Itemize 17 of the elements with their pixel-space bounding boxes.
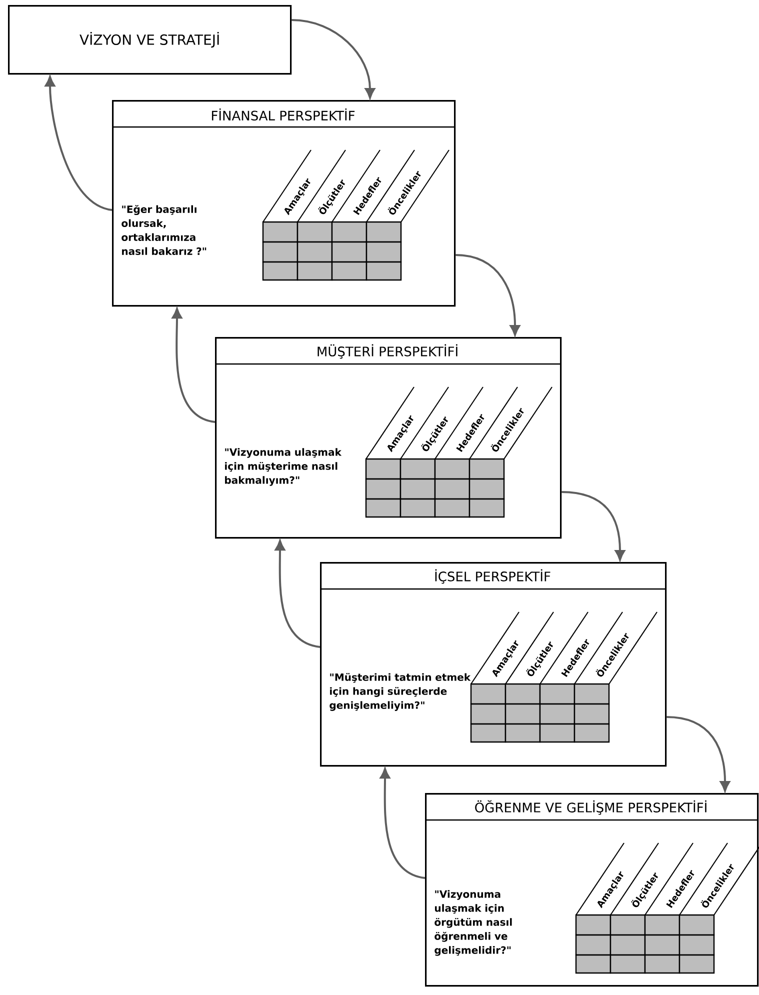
curved-arrow — [172, 308, 216, 423]
curved-arrow — [666, 716, 730, 792]
question-text: "Eğer başarılı olursak, ortaklarımıza nasıl bakarız ?" — [122, 205, 206, 255]
panel-heading: MÜŞTERİ PERSPEKTİFİ — [318, 344, 458, 359]
title-box: VİZYON VE STRATEJİ — [8, 5, 292, 75]
question-text: "Müşterimi tatmin etmek için hangi süreçlerde genişlemeliyim?" — [330, 673, 471, 711]
curved-arrow — [292, 19, 376, 99]
question-text: "Vizyonuma ulaşmak için örgütüm nasıl öğrenmeli ve gelişmelidir?" — [434, 890, 512, 956]
curved-arrow — [380, 768, 426, 879]
panel-heading: İÇSEL PERSPEKTİF — [435, 569, 550, 584]
curved-arrow — [44, 76, 112, 211]
question-text: "Vizyonuma ulaşmak için müşterime nasıl bakmalıyım?" — [225, 448, 342, 486]
panel-heading: FİNANSAL PERSPEKTİF — [212, 108, 355, 121]
curved-arrow — [274, 540, 320, 648]
panel-heading: ÖĞRENME VE GELİŞME PERSPEKTİFİ — [475, 800, 706, 815]
curved-arrow — [456, 254, 520, 336]
curved-arrow — [562, 491, 626, 561]
